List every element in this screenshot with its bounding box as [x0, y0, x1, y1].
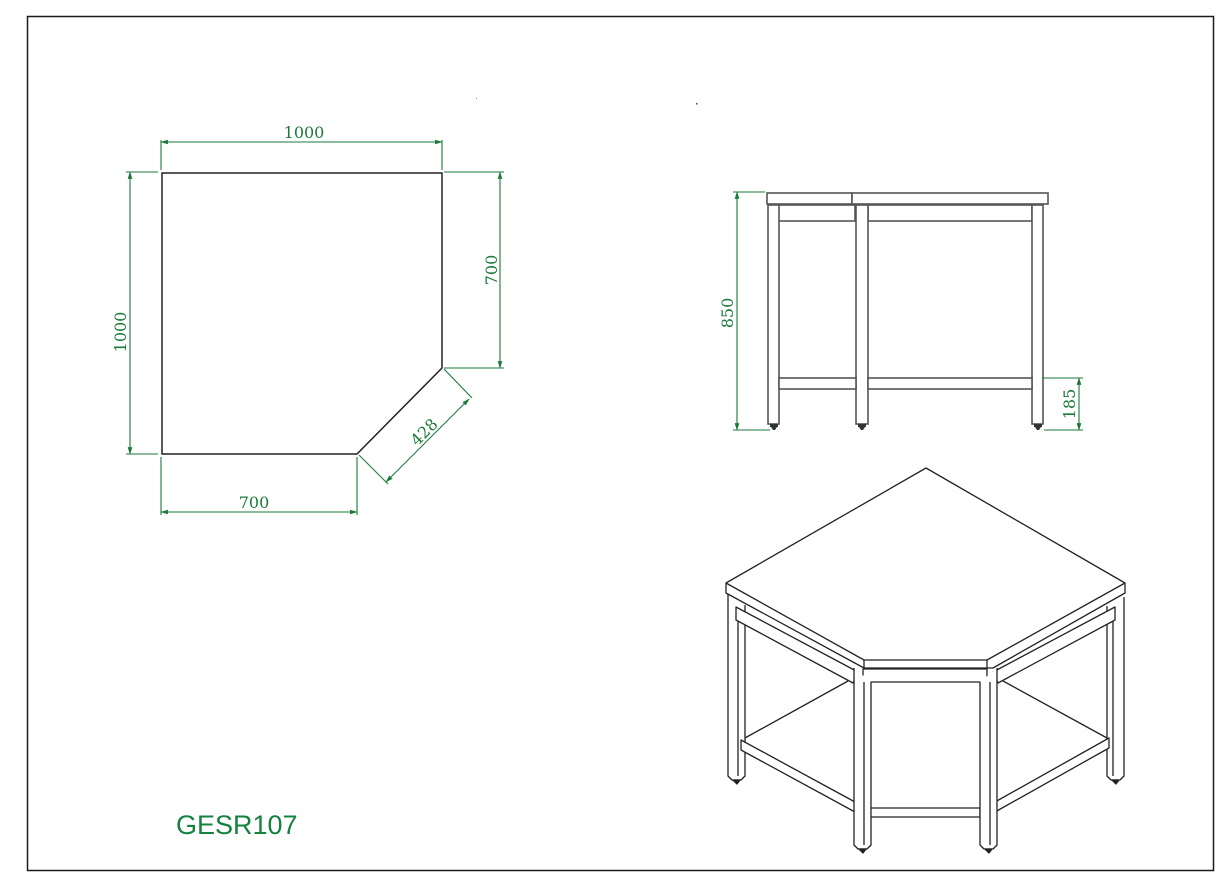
speck [476, 98, 477, 99]
dimension-bottom-side: 700 [160, 457, 358, 515]
dim-label-bottom-side: 700 [239, 493, 270, 512]
shelf-rail-right [994, 737, 1110, 813]
apron-left [768, 204, 856, 222]
dim-label-shelf-height: 185 [1060, 389, 1079, 420]
dim-label-top-width: 1000 [284, 123, 325, 142]
dim-label-overall-height: 850 [718, 298, 737, 329]
dimension-top-width: 1000 [160, 123, 443, 170]
leg-right [1031, 204, 1044, 425]
drawing-border [26, 15, 1215, 872]
leg-front-left [853, 668, 872, 850]
plan-view: 1000 1000 700 700 428 [111, 123, 504, 515]
apron-right [867, 204, 1033, 222]
leg-front-right [979, 668, 998, 850]
dimension-right-side: 700 [444, 171, 504, 369]
dim-label-left-depth: 1000 [111, 312, 130, 353]
feet [732, 779, 1120, 854]
shelf-rail-left [778, 377, 857, 390]
apron-left [735, 606, 859, 684]
shelf-rail-right [867, 377, 1033, 390]
top-slab-left [766, 192, 853, 205]
dimension-left-depth: 1000 [111, 171, 158, 455]
leg-middle [855, 204, 869, 425]
dim-label-diagonal: 428 [407, 415, 442, 450]
shelf-rail-left [740, 739, 856, 813]
product-code: GESR107 [176, 810, 298, 840]
shelf-rail-front [869, 807, 981, 818]
apron-right [992, 606, 1116, 684]
leg-left [767, 204, 780, 425]
side-view: 850 185 [718, 191, 1083, 431]
top-slab-right [851, 192, 1049, 205]
tabletop [725, 467, 1126, 669]
isometric-view [725, 467, 1126, 854]
leg-back-right [1106, 597, 1125, 781]
dimension-shelf-height: 185 [1042, 377, 1083, 431]
dimension-overall-height: 850 [718, 191, 770, 431]
feet [770, 424, 1042, 430]
speck [696, 103, 698, 105]
dim-label-right-side: 700 [482, 255, 501, 286]
tabletop-outline [161, 172, 443, 455]
apron-front [862, 668, 988, 683]
